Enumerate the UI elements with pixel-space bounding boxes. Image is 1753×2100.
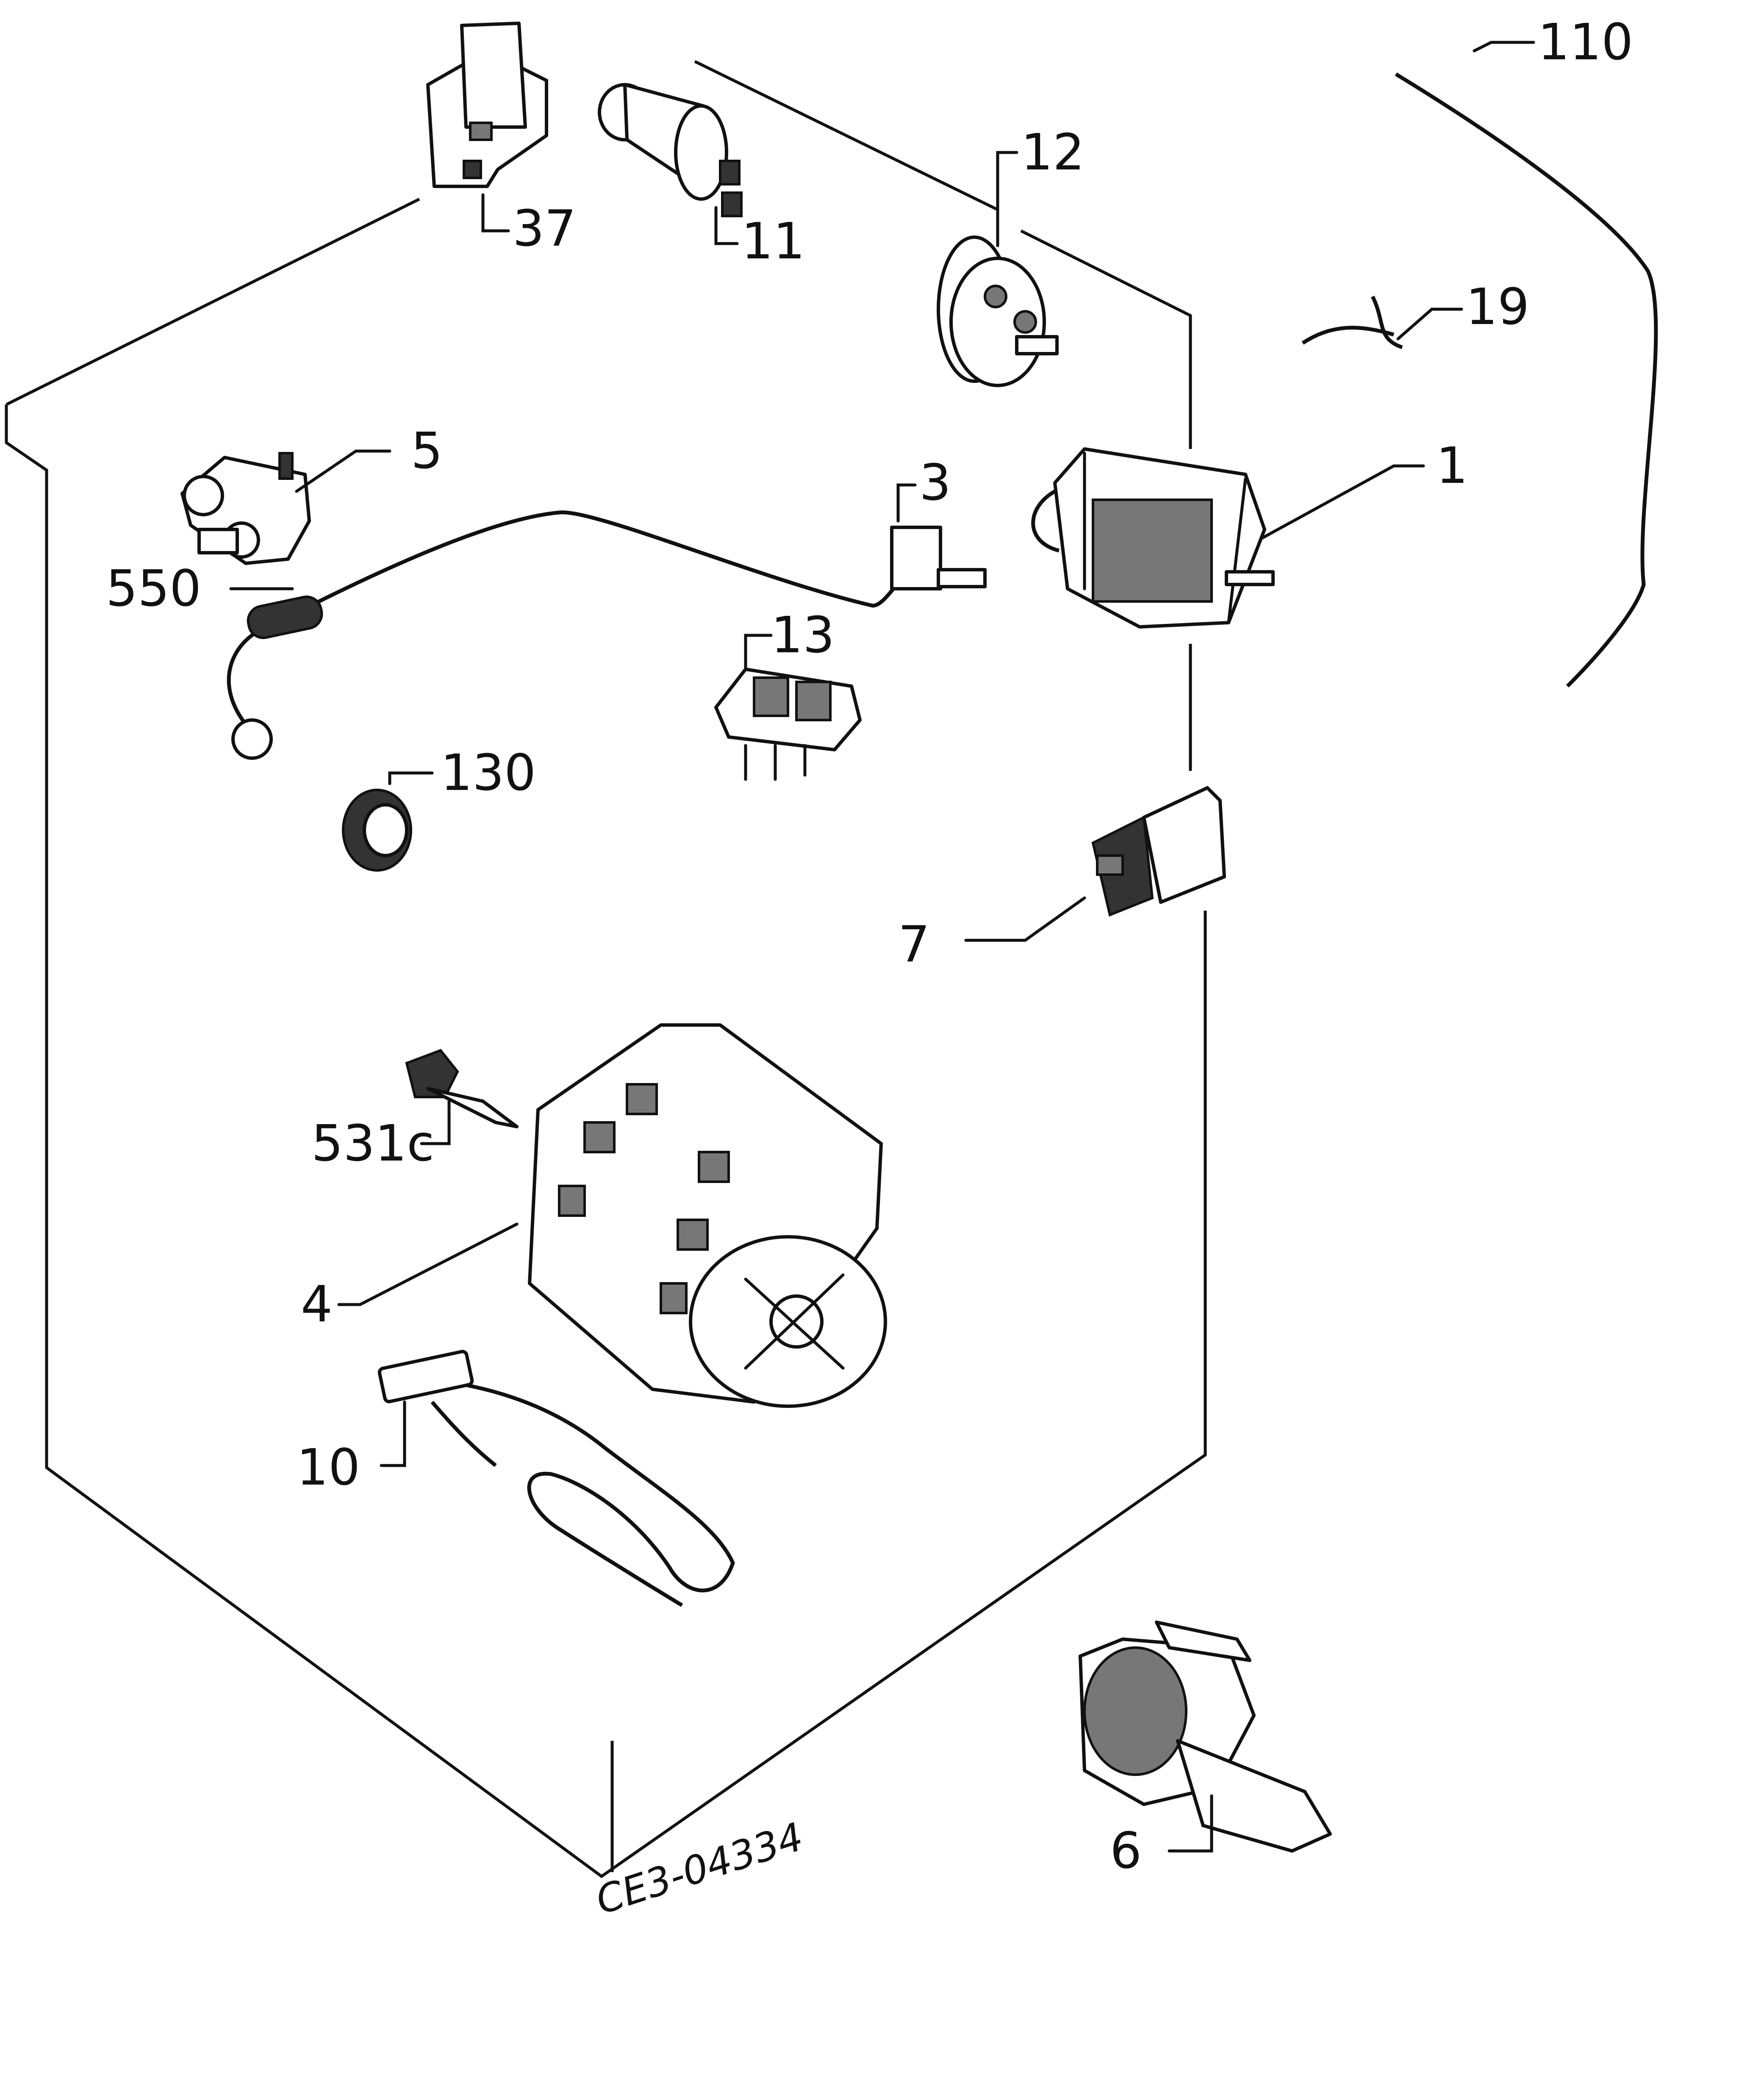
part-callout-3: 3 xyxy=(896,453,951,523)
part-callout-7: 7 xyxy=(898,896,1086,973)
motor-icon xyxy=(528,1023,887,1408)
pressure-switch-icon xyxy=(937,235,1059,387)
part-label: 550 xyxy=(106,559,201,618)
capacitor-icon xyxy=(598,83,743,217)
drain-hose-icon xyxy=(1395,72,1658,688)
part-label: 19 xyxy=(1466,277,1529,336)
part-callout-1: 1 xyxy=(1261,436,1468,540)
part-label: 7 xyxy=(898,915,930,973)
solenoid-valve-icon xyxy=(180,452,311,565)
part-label: 110 xyxy=(1538,13,1633,71)
part-label: 130 xyxy=(441,743,536,802)
part-label: 6 xyxy=(1110,1821,1142,1880)
part-callout-110: 110 xyxy=(1473,13,1633,71)
screw-icon xyxy=(405,1049,519,1128)
heating-element-icon xyxy=(377,1349,735,1607)
part-callout-10: 10 xyxy=(297,1400,406,1496)
door-interlock-icon xyxy=(1091,786,1226,917)
part-label: 1 xyxy=(1436,436,1468,495)
part-label: 11 xyxy=(741,212,805,270)
part-callout-5: 5 xyxy=(295,421,443,493)
part-label: 37 xyxy=(513,199,576,258)
part-label: 5 xyxy=(411,421,443,480)
part-callout-130: 130 xyxy=(388,743,536,802)
push-button-switch-icon xyxy=(714,668,862,781)
part-callout-531c: 531c xyxy=(311,1100,451,1172)
part-callout-12: 12 xyxy=(996,123,1085,247)
programme-timer-icon xyxy=(1031,447,1275,629)
part-label: 12 xyxy=(1021,123,1085,181)
part-label: 3 xyxy=(919,453,951,512)
part-callout-4: 4 xyxy=(301,1222,519,1333)
part-label: 4 xyxy=(301,1275,333,1333)
part-label: 13 xyxy=(771,606,835,664)
part-callout-6: 6 xyxy=(1110,1794,1213,1880)
drain-pump-icon xyxy=(1079,1621,1332,1853)
part-callout-19: 19 xyxy=(1396,277,1529,341)
part-callout-550: 550 xyxy=(106,559,294,618)
part-label: 531c xyxy=(311,1114,434,1172)
part-callout-13: 13 xyxy=(744,606,835,671)
grommet-icon xyxy=(342,789,412,872)
suppressor-icon xyxy=(247,596,323,639)
part-callout-37: 37 xyxy=(481,193,576,258)
thermostat-icon xyxy=(227,510,987,760)
document-code: CE3-04334 xyxy=(591,1814,809,1923)
cabinet-outline xyxy=(5,60,1207,1878)
part-label: 10 xyxy=(297,1438,360,1496)
spring-clip-icon xyxy=(1301,295,1403,349)
part-callout-11: 11 xyxy=(714,206,805,270)
connector-block-icon xyxy=(426,22,548,188)
